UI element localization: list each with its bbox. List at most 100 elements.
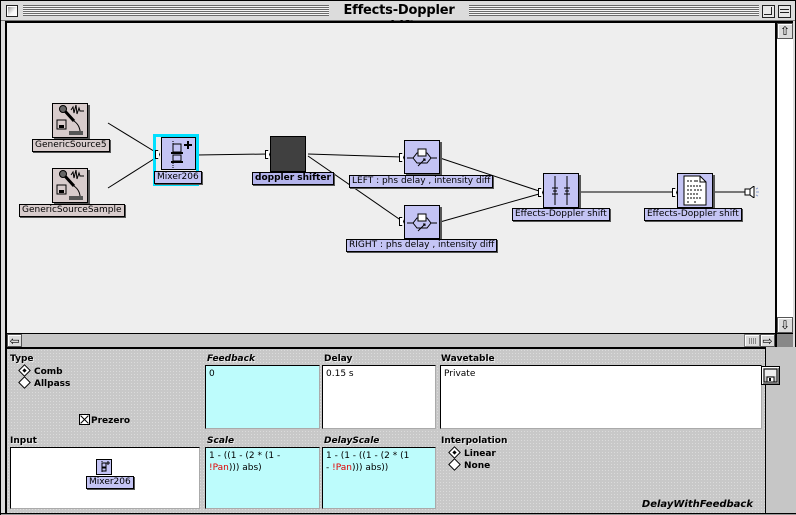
input-port[interactable] (538, 188, 543, 197)
input-port[interactable] (155, 150, 160, 159)
interpolation-label: Interpolation (441, 436, 508, 446)
type-option-label: Allpass (34, 379, 71, 389)
wire-doppler-to-left (307, 153, 403, 158)
type-option-comb[interactable]: Comb (18, 364, 63, 378)
input-label: Input (10, 436, 37, 446)
delay-scale-expression-line1: 1 - (1 - ((1 - (2 * (1 (326, 451, 410, 461)
node-label[interactable]: LEFT : phs delay , intensity diff (349, 175, 494, 188)
size-box[interactable] (775, 333, 793, 347)
interpolation-option-label: Linear (464, 449, 496, 459)
title-bar[interactable]: Effects-Doppler shift (1, 1, 795, 34)
wire-doppler-to-right (307, 155, 403, 222)
wavetable-value: Private (444, 369, 476, 379)
radio-unselected-icon[interactable] (18, 376, 31, 389)
delay-scale-field[interactable]: 1 - (1 - ((1 - (2 * (1 - !Pan))) abs)) (322, 447, 436, 509)
title-bar-stripes-right (469, 5, 759, 16)
close-box-button[interactable] (6, 5, 18, 17)
wire-left-to-pan (439, 157, 540, 192)
type-option-allpass[interactable]: Allpass (18, 376, 71, 390)
scale-expression-line2: !Pan))) abs) (209, 462, 316, 474)
delay-value: 0.15 s (326, 369, 354, 379)
save-wavetable-button[interactable] (761, 366, 780, 385)
scale-field[interactable]: 1 - ((1 - (2 * (1 - !Pan))) abs) (205, 447, 320, 509)
node-label[interactable]: GenericSource5 (32, 139, 110, 152)
signal-flow-canvas[interactable]: GenericSource5 GenericSourceSample (7, 23, 775, 333)
input-port[interactable] (265, 150, 270, 159)
type-label: Type (10, 354, 34, 364)
document-icon[interactable] (677, 173, 713, 208)
delay-feedback-icon[interactable] (404, 205, 440, 239)
node-label[interactable]: Effects-Doppler shift (644, 208, 742, 221)
pan-faders-icon[interactable] (543, 173, 579, 208)
type-option-label: Comb (34, 367, 63, 377)
node-label[interactable]: Mixer206 (154, 171, 202, 184)
title-bar-stripes-left (23, 5, 329, 16)
radio-unselected-icon[interactable] (448, 458, 461, 471)
delay-feedback-icon[interactable] (404, 140, 440, 174)
input-node-icon[interactable] (96, 459, 112, 475)
input-node-label[interactable]: Mixer206 (86, 476, 134, 489)
feedback-field[interactable]: 0 (205, 365, 320, 429)
checkbox-checked-icon[interactable] (79, 414, 90, 425)
interpolation-option-linear[interactable]: Linear (448, 446, 496, 460)
mixer-icon[interactable] (161, 137, 196, 170)
node-label[interactable]: RIGHT : phs delay , intensity diff (346, 239, 498, 252)
scroll-left-button[interactable]: ⇦ (7, 334, 22, 347)
delay-field[interactable]: 0.15 s (322, 365, 436, 429)
scale-label: Scale (207, 436, 235, 446)
sound-class-name: DelayWithFeedback (641, 499, 753, 510)
node-output[interactable] (744, 185, 760, 199)
delay-scale-variable-pan: !Pan (332, 463, 352, 473)
input-port[interactable] (399, 153, 404, 162)
zoom-box-button[interactable] (762, 5, 775, 18)
interpolation-option-label: None (464, 461, 491, 471)
stipple-pattern-icon[interactable] (270, 136, 306, 172)
parameter-inspector: Type Comb Allpass Prezero Feedback 0 Del… (5, 347, 765, 513)
microphone-disk-icon[interactable] (52, 103, 88, 138)
scroll-up-button[interactable]: ⇧ (777, 23, 793, 39)
wire-source5-to-mixer (107, 122, 158, 154)
arrow-left-icon: ⇦ (9, 334, 20, 348)
feedback-value: 0 (209, 369, 215, 379)
delay-label: Delay (324, 354, 353, 364)
node-label[interactable]: Effects-Doppler shift (512, 208, 610, 221)
window-bottom-edge (1, 513, 796, 515)
prezero-checkbox[interactable]: Prezero (79, 414, 130, 427)
microphone-disk-icon[interactable] (52, 168, 88, 203)
signal-flow-canvas-frame: GenericSource5 GenericSourceSample (5, 21, 793, 347)
scale-variable-pan: !Pan (209, 463, 229, 473)
wavetable-field[interactable]: Private (440, 365, 762, 429)
radio-selected-icon[interactable] (18, 364, 31, 377)
delay-scale-label: DelayScale (324, 436, 380, 446)
connection-wires (107, 122, 745, 223)
wire-right-to-pan (439, 193, 540, 223)
wire-mixer-to-doppler (196, 153, 269, 156)
arrow-down-icon: ⇩ (779, 318, 791, 332)
scale-expression-rest: ))) abs) (228, 463, 262, 473)
radio-selected-icon[interactable] (448, 446, 461, 459)
wavetable-label: Wavetable (441, 354, 495, 364)
feedback-label: Feedback (207, 354, 255, 364)
horizontal-scrollbar[interactable]: ⇦ ⇨ (7, 333, 775, 347)
floppy-disk-icon (763, 368, 778, 383)
arrow-up-icon: ⇧ (779, 24, 791, 38)
delay-scale-expression-prefix: - (326, 463, 333, 473)
horizontal-scroll-thumb[interactable] (744, 334, 760, 347)
input-field[interactable]: Mixer206 (10, 447, 200, 509)
interpolation-option-none[interactable]: None (448, 458, 491, 472)
selection-highlight (153, 134, 199, 186)
speaker-icon[interactable] (744, 185, 760, 199)
delay-scale-expression-line2: - !Pan))) abs)) (326, 462, 432, 474)
input-port[interactable] (399, 217, 404, 226)
scroll-down-button[interactable]: ⇩ (777, 317, 793, 333)
input-port[interactable] (672, 188, 677, 197)
node-label[interactable]: GenericSourceSample (19, 204, 125, 217)
scroll-right-button[interactable]: ⇨ (760, 334, 775, 347)
arrow-right-icon: ⇨ (762, 334, 773, 348)
delay-scale-expression-rest: ))) abs)) (351, 463, 389, 473)
vertical-scrollbar[interactable]: ⇧ ⇩ (775, 23, 793, 333)
prezero-label: Prezero (91, 416, 131, 426)
node-label[interactable]: doppler shifter (252, 172, 334, 185)
collapse-box-button[interactable] (778, 5, 791, 18)
